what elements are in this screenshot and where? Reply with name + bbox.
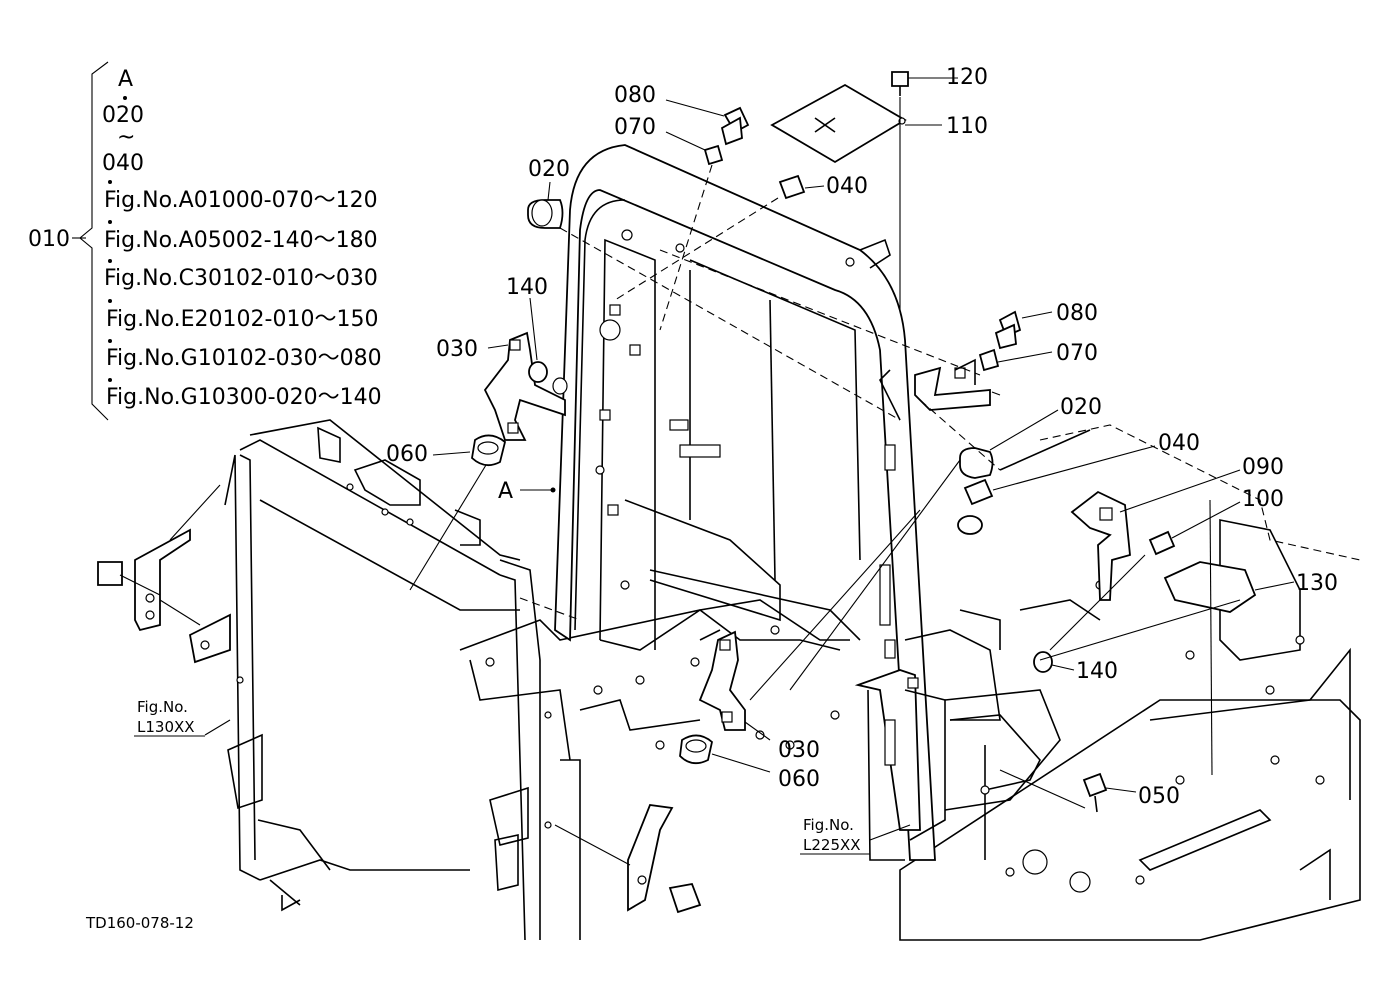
callout-140-left: 140 (506, 275, 548, 300)
cab-side-bracket (227, 733, 263, 810)
side-bracket-left (97, 528, 231, 664)
floor-hole (1315, 775, 1325, 785)
bracket-030-left (483, 331, 566, 441)
callout-130: 130 (1296, 571, 1338, 596)
ref-l225-fig: Fig.No. (803, 816, 854, 834)
callout-040-right: 040 (1158, 431, 1200, 456)
side-bracket-bottom (554, 804, 702, 914)
list-item-fig-g10102: Fig.No.G10102-030～080 (106, 346, 382, 371)
collar-070-right (978, 348, 1053, 372)
list-item-020: 020 (102, 103, 144, 128)
collar-070-top (659, 131, 724, 331)
mount-060-bottom (679, 734, 771, 773)
bushing-020-left (527, 181, 901, 421)
callout-020-left: 020 (528, 157, 570, 182)
figure-reference-l130: Fig.No. L130XX (134, 698, 205, 737)
callout-030-bottom: 030 (778, 738, 820, 763)
floor-hole (1185, 650, 1195, 660)
ref-l130-fig: Fig.No. (137, 698, 188, 716)
rear-panel-a (554, 144, 936, 861)
list-item-fig-c30102: Fig.No.C30102-010～030 (104, 266, 378, 291)
bracket-090 (1070, 469, 1241, 601)
cap-140-left (528, 297, 568, 395)
bolt-100 (1148, 501, 1241, 556)
floor-hole (1022, 849, 1048, 875)
cover-130 (1163, 561, 1295, 613)
callout-080-top: 080 (614, 83, 656, 108)
callout-060-left: 060 (386, 442, 428, 467)
ref-l130-code: L130XX (137, 718, 195, 736)
bushing-020-right (959, 409, 1059, 479)
list-dot (108, 180, 112, 184)
floor-hole (1005, 867, 1015, 877)
callout-100: 100 (1242, 487, 1284, 512)
callout-070-top: 070 (614, 115, 656, 140)
right-column-bracket (854, 599, 1101, 861)
mount-060-left (409, 434, 507, 591)
assembly-list: 010 A 020 ~ 040 Fig.No.A01000-070～120 Fi… (28, 61, 382, 421)
cab-frame-left (224, 419, 552, 941)
callout-060-bottom: 060 (778, 767, 820, 792)
list-dot (123, 96, 127, 100)
callout-110: 110 (946, 114, 988, 139)
list-dot (108, 339, 112, 343)
bolt-080-top (665, 99, 750, 146)
bracket-030-bottom (698, 630, 771, 741)
callout-080-right: 080 (1056, 301, 1098, 326)
list-item-fig-a01000: Fig.No.A01000-070～120 (104, 188, 378, 213)
bolt-080-right (994, 310, 1053, 350)
main-part-label: 010 (28, 227, 70, 252)
list-item-fig-e20102: Fig.No.E20102-010～150 (106, 307, 378, 332)
figure-reference-l225: Fig.No. L225XX (800, 816, 870, 855)
callout-070-right: 070 (1056, 341, 1098, 366)
bolt-040-right (963, 445, 1156, 506)
drawing-id: TD160-078-12 (85, 914, 194, 932)
callout-030-left: 030 (436, 337, 478, 362)
floor-hole (1135, 875, 1145, 885)
floor-hole (1175, 775, 1185, 785)
ref-l225-code: L225XX (803, 836, 861, 854)
callout-090: 090 (1242, 455, 1284, 480)
callout-a-dot (550, 487, 556, 493)
bolt-050 (1082, 499, 1213, 813)
floor-slot (1138, 809, 1272, 871)
screw-120 (891, 71, 958, 310)
callout-050: 050 (1138, 784, 1180, 809)
list-dot (108, 220, 112, 224)
list-item-fig-g10300: Fig.No.G10300-020～140 (106, 385, 382, 410)
bolt-040-top (614, 174, 825, 301)
bolt-icon (668, 882, 702, 914)
bracket-right-small (914, 358, 991, 411)
floor-hole (1295, 635, 1305, 645)
floor-hole (1270, 755, 1280, 765)
floor-hole (1265, 685, 1275, 695)
callout-a: A (498, 479, 513, 504)
callout-020-right: 020 (1060, 395, 1102, 420)
list-item-tilde: ~ (117, 125, 135, 150)
list-item-040: 040 (102, 151, 144, 176)
callout-140-right: 140 (1076, 659, 1118, 684)
list-item-fig-a05002: Fig.No.A05002-140～180 (104, 228, 378, 253)
cap-140-right (1033, 651, 1075, 673)
list-dot (108, 259, 112, 263)
floor-plate (899, 424, 1361, 941)
floor-hole (1069, 871, 1091, 893)
bolt-icon (97, 561, 123, 586)
callout-040-top: 040 (826, 174, 868, 199)
list-dot (108, 299, 112, 303)
plug-right (957, 515, 983, 535)
cab-top-bracket (353, 459, 421, 506)
callout-120: 120 (946, 65, 988, 90)
guide-lines (169, 249, 1241, 841)
list-item-a: A (118, 67, 133, 92)
list-dot (108, 378, 112, 382)
cover-plate-110 (770, 83, 907, 164)
callout-labels: 080 070 020 120 110 040 140 030 060 A 08… (386, 65, 1338, 809)
